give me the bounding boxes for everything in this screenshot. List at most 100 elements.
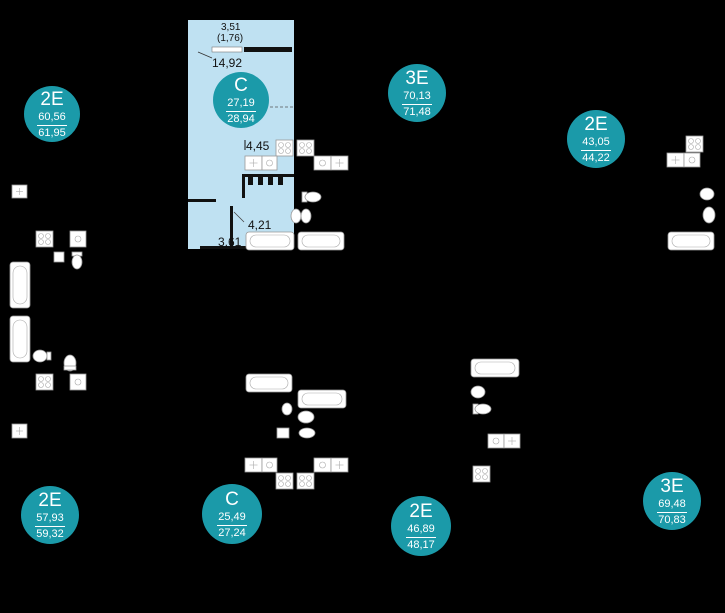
stove-icon <box>35 230 54 248</box>
unit-code: 2E <box>40 88 64 110</box>
door-swing <box>233 211 245 223</box>
sink-icon <box>11 423 28 439</box>
sink-icon <box>69 373 87 391</box>
wall-segment <box>242 174 294 177</box>
sink-icon <box>503 433 521 449</box>
sink-icon <box>487 433 505 449</box>
unit-living-area: 60,56 <box>38 110 66 123</box>
bathtub-icon <box>297 389 347 409</box>
stove-icon <box>472 465 491 483</box>
bathtub-icon <box>245 373 293 393</box>
sink-icon <box>244 155 263 171</box>
wall-segment <box>242 174 245 198</box>
area-divider <box>402 103 432 105</box>
balcony-rail <box>244 47 292 52</box>
toilet-icon <box>472 403 492 415</box>
highlighted-apartment[interactable] <box>188 20 294 249</box>
unit-badge[interactable]: 2E 60,56 61,95 <box>24 86 80 142</box>
stove-icon <box>275 472 294 490</box>
unit-code: 3E <box>660 475 684 497</box>
ventilation-shaft <box>248 177 283 185</box>
bathtub-icon <box>245 231 295 251</box>
unit-code: 3E <box>405 67 429 89</box>
stove-icon <box>296 139 315 157</box>
unit-code: 2E <box>38 489 62 511</box>
wall-segment <box>188 199 216 202</box>
entrance-gap <box>200 246 250 249</box>
sink-icon <box>666 152 685 168</box>
unit-living-area: 25,49 <box>218 510 246 523</box>
toilet-icon <box>276 427 316 439</box>
stove-icon <box>685 135 704 153</box>
unit-total-area: 61,95 <box>38 126 66 139</box>
unit-badge[interactable]: C 25,49 27,24 <box>202 484 262 544</box>
unit-badge[interactable]: 2E 46,89 48,17 <box>391 496 451 556</box>
sink-icon <box>330 457 349 473</box>
stove-icon <box>275 139 294 157</box>
bathroom-area-label: 4,21 <box>248 218 272 232</box>
unit-code: C <box>234 74 248 96</box>
area-divider <box>35 525 65 527</box>
unit-badge[interactable]: 2E 43,05 44,22 <box>567 110 625 168</box>
stove-icon <box>35 373 54 391</box>
balcony-area-reduced-label: (1,76) <box>217 33 244 44</box>
toilet-icon <box>290 208 312 224</box>
unit-living-area: 43,05 <box>582 135 610 148</box>
sink-icon <box>244 457 263 473</box>
unit-total-area: 28,94 <box>227 112 255 125</box>
toilet-icon <box>470 385 486 399</box>
unit-total-area: 70,83 <box>658 513 686 526</box>
unit-badge[interactable]: 3E 70,13 71,48 <box>388 64 446 122</box>
area-divider <box>217 524 247 526</box>
toilet-icon <box>301 191 322 203</box>
area-divider <box>581 149 611 151</box>
toilet-icon <box>32 349 52 363</box>
fixtures <box>9 135 716 490</box>
area-divider <box>226 110 256 112</box>
sink-icon <box>330 155 349 171</box>
toilet-icon <box>63 354 77 372</box>
unit-badge-selected[interactable]: C 27,19 28,94 <box>213 72 269 128</box>
unit-badge[interactable]: 2E 57,93 59,32 <box>21 486 79 544</box>
unit-living-area: 57,93 <box>36 511 64 524</box>
unit-living-area: 46,89 <box>407 522 435 535</box>
dimension-leader <box>197 51 213 59</box>
sink-icon <box>313 457 332 473</box>
unit-code: 2E <box>409 500 433 522</box>
toilet-icon <box>53 251 65 263</box>
unit-total-area: 71,48 <box>403 105 431 118</box>
bathtub-icon <box>9 315 31 363</box>
bathtub-icon <box>9 261 31 309</box>
unit-code: C <box>225 488 239 510</box>
sink-icon <box>261 155 278 171</box>
toilet-icon <box>699 187 715 201</box>
toilet-icon <box>71 251 83 270</box>
unit-living-area: 70,13 <box>403 89 431 102</box>
bathtub-icon <box>470 358 520 378</box>
area-divider <box>657 511 687 513</box>
toilet-icon <box>281 402 315 424</box>
unit-living-area: 27,19 <box>227 96 255 109</box>
sink-icon <box>683 152 701 168</box>
unit-total-area: 59,32 <box>36 527 64 540</box>
kitchen-area-label: 4,45 <box>246 139 270 153</box>
sink-icon <box>261 457 278 473</box>
unit-total-area: 27,24 <box>218 526 246 539</box>
main-room-area-label: 14,92 <box>212 56 243 70</box>
unit-living-area: 69,48 <box>658 497 686 510</box>
stove-icon <box>296 472 315 490</box>
bathtub-icon <box>297 231 345 251</box>
wall-segment <box>230 206 233 249</box>
sink-icon <box>11 184 28 199</box>
balcony-area-label: 3,51 <box>221 22 241 33</box>
area-divider <box>406 536 436 538</box>
apartment-room-area[interactable] <box>188 20 294 249</box>
unit-code: 2E <box>584 113 608 135</box>
hallway-area-label: 3,61 <box>218 235 242 249</box>
unit-badge[interactable]: 3E 69,48 70,83 <box>643 472 701 530</box>
area-divider <box>37 124 67 126</box>
balcony-hatch <box>211 46 243 53</box>
toilet-icon <box>702 206 716 224</box>
sink-icon <box>313 155 332 171</box>
